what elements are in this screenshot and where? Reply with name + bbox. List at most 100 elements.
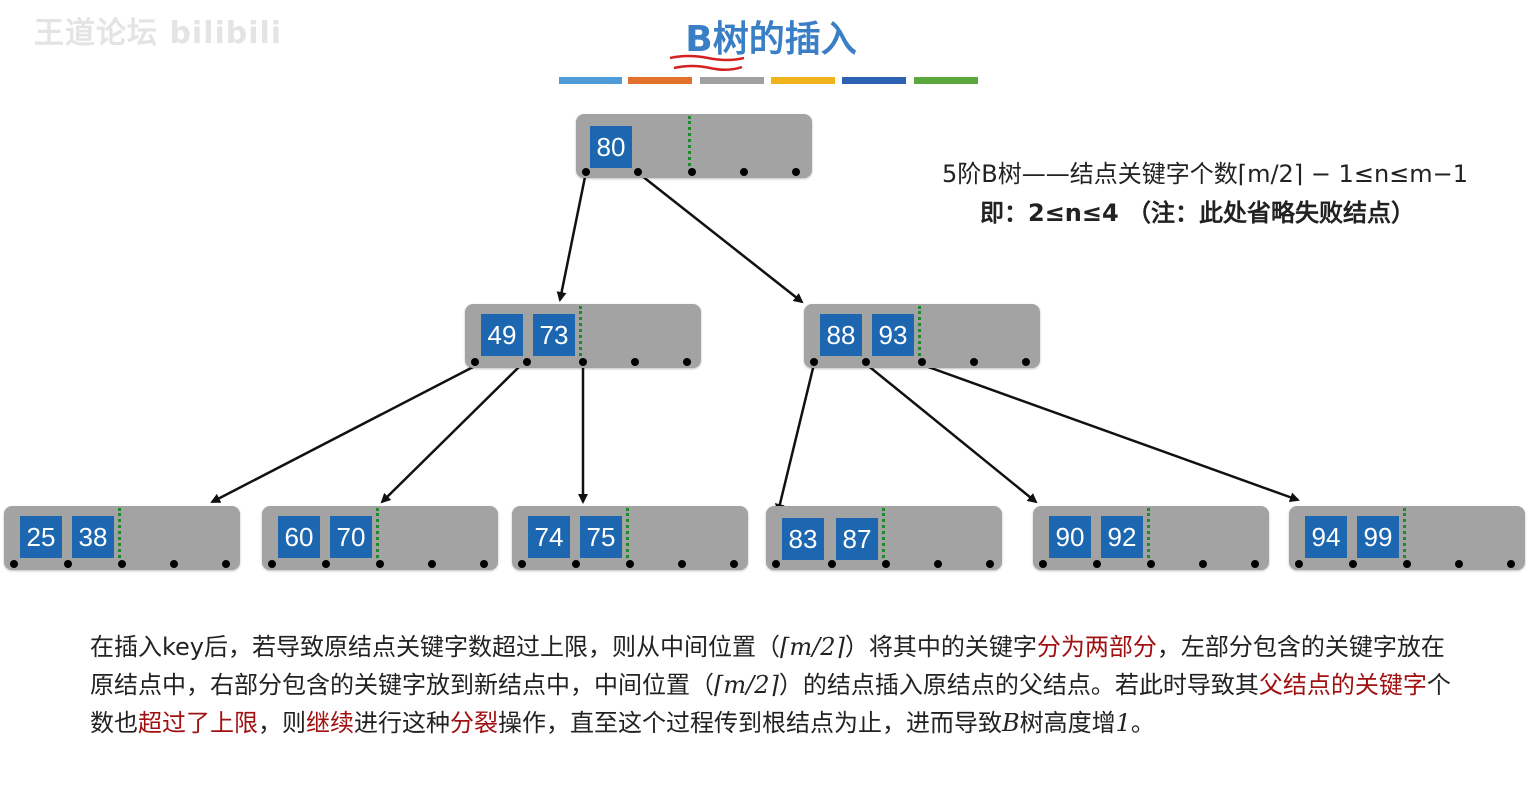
child-pointer	[222, 560, 230, 568]
red-underline-scribble	[669, 54, 745, 71]
child-pointer	[268, 560, 276, 568]
edge-mid-left-to-leaf-1	[210, 364, 476, 504]
node-key: 49	[481, 314, 523, 356]
child-pointer	[64, 560, 72, 568]
note-text: 操作，直至这个过程传到根结点为止，进而导致	[498, 709, 1002, 737]
node-divider	[118, 508, 121, 558]
note-text: ）将其中的关键字	[844, 633, 1037, 661]
node-key: 25	[20, 516, 62, 558]
insertion-explanation: 在插入key后，若导致原结点关键字数超过上限，则从中间位置（⌈m/2⌉）将其中的…	[90, 628, 1460, 742]
child-pointer	[1022, 358, 1030, 366]
child-pointer	[1403, 560, 1411, 568]
child-pointer	[934, 560, 942, 568]
node-key: 75	[580, 516, 622, 558]
child-pointer	[1349, 560, 1357, 568]
child-pointer	[1199, 560, 1207, 568]
child-pointer	[626, 560, 634, 568]
child-pointer	[882, 560, 890, 568]
node-key: 90	[1049, 516, 1091, 558]
note-text: ，则	[258, 709, 306, 737]
tree-node-leaf-1: 25 38	[4, 506, 240, 570]
child-pointer	[1251, 560, 1259, 568]
child-pointer	[582, 168, 590, 176]
node-key: 73	[533, 314, 575, 356]
node-divider	[376, 508, 379, 558]
note-text: 树高度增	[1019, 709, 1116, 737]
child-pointer	[428, 560, 436, 568]
child-pointer	[579, 358, 587, 366]
child-pointer	[970, 358, 978, 366]
node-divider	[688, 116, 691, 166]
child-pointer	[480, 560, 488, 568]
tree-node-mid-right: 88 93	[804, 304, 1040, 368]
tree-node-leaf-2: 60 70	[262, 506, 498, 570]
child-pointer	[471, 358, 479, 366]
child-pointer	[1295, 560, 1303, 568]
child-pointer	[683, 358, 691, 366]
color-bar-1	[559, 77, 622, 84]
note-text: ）的结点插入原结点的父结点。若此时导致其	[778, 671, 1259, 699]
node-key: 99	[1357, 516, 1399, 558]
tree-node-mid-left: 49 73	[465, 304, 701, 368]
child-pointer	[572, 560, 580, 568]
tree-node-leaf-6: 94 99	[1289, 506, 1525, 570]
node-divider	[882, 508, 885, 558]
node-divider	[918, 306, 921, 356]
child-pointer	[678, 560, 686, 568]
note-formula: 1	[1115, 709, 1131, 737]
child-pointer	[792, 168, 800, 176]
child-pointer	[118, 560, 126, 568]
color-bar-6	[914, 77, 978, 84]
edge-mid-left-to-leaf-2	[380, 363, 523, 504]
child-pointer	[170, 560, 178, 568]
note-text: 。	[1130, 709, 1155, 737]
child-pointer	[740, 168, 748, 176]
node-key: 93	[872, 314, 914, 356]
note-formula: ⌈m/2⌉	[714, 671, 779, 699]
order-rule-line-2: 即：2≤n≤4 （注：此处省略失败结点）	[980, 199, 1416, 227]
child-pointer	[322, 560, 330, 568]
note-text: 个数也	[90, 671, 1451, 737]
edge-mid-right-to-leaf-6	[919, 362, 1300, 502]
child-pointer	[688, 168, 696, 176]
node-key: 70	[330, 516, 372, 558]
node-divider	[579, 306, 582, 356]
edge-mid-right-to-leaf-4	[775, 363, 816, 514]
child-pointer	[1507, 560, 1515, 568]
note-text: ，左部分包含的关键字放在原结点中，右部分包含的关键字放到新结点中，中间位置（	[90, 633, 1445, 699]
watermark: 王道论坛 bilibili	[34, 16, 283, 51]
node-key: 80	[590, 126, 632, 168]
node-key: 87	[836, 518, 878, 560]
note-highlight: 继续	[306, 709, 354, 737]
note-text: 进行这种	[354, 709, 450, 737]
child-pointer	[918, 358, 926, 366]
color-bar-5	[842, 77, 906, 84]
node-key: 83	[782, 518, 824, 560]
tree-node-leaf-4: 83 87	[766, 506, 1002, 570]
tree-node-leaf-5: 90 92	[1033, 506, 1269, 570]
note-highlight: 分裂	[450, 709, 498, 737]
note-formula: ⌈m/2⌉	[780, 633, 845, 661]
slide-title: B树的插入	[685, 19, 857, 60]
node-key: 74	[528, 516, 570, 558]
child-pointer	[1455, 560, 1463, 568]
child-pointer	[631, 358, 639, 366]
child-pointer	[1147, 560, 1155, 568]
child-pointer	[828, 560, 836, 568]
child-pointer	[376, 560, 384, 568]
color-bar-3	[700, 77, 764, 84]
child-pointer	[986, 560, 994, 568]
node-divider	[626, 508, 629, 558]
edge-root-to-mid-left	[556, 171, 588, 302]
edge-root-to-mid-right	[636, 171, 804, 304]
node-divider	[1147, 508, 1150, 558]
child-pointer	[518, 560, 526, 568]
node-divider	[1403, 508, 1406, 558]
child-pointer	[772, 560, 780, 568]
tree-node-root: 80	[576, 114, 812, 178]
note-highlight: 超过了上限	[138, 709, 258, 737]
child-pointer	[730, 560, 738, 568]
color-bar-2	[628, 77, 692, 84]
note-highlight: 分为两部分	[1036, 633, 1157, 661]
